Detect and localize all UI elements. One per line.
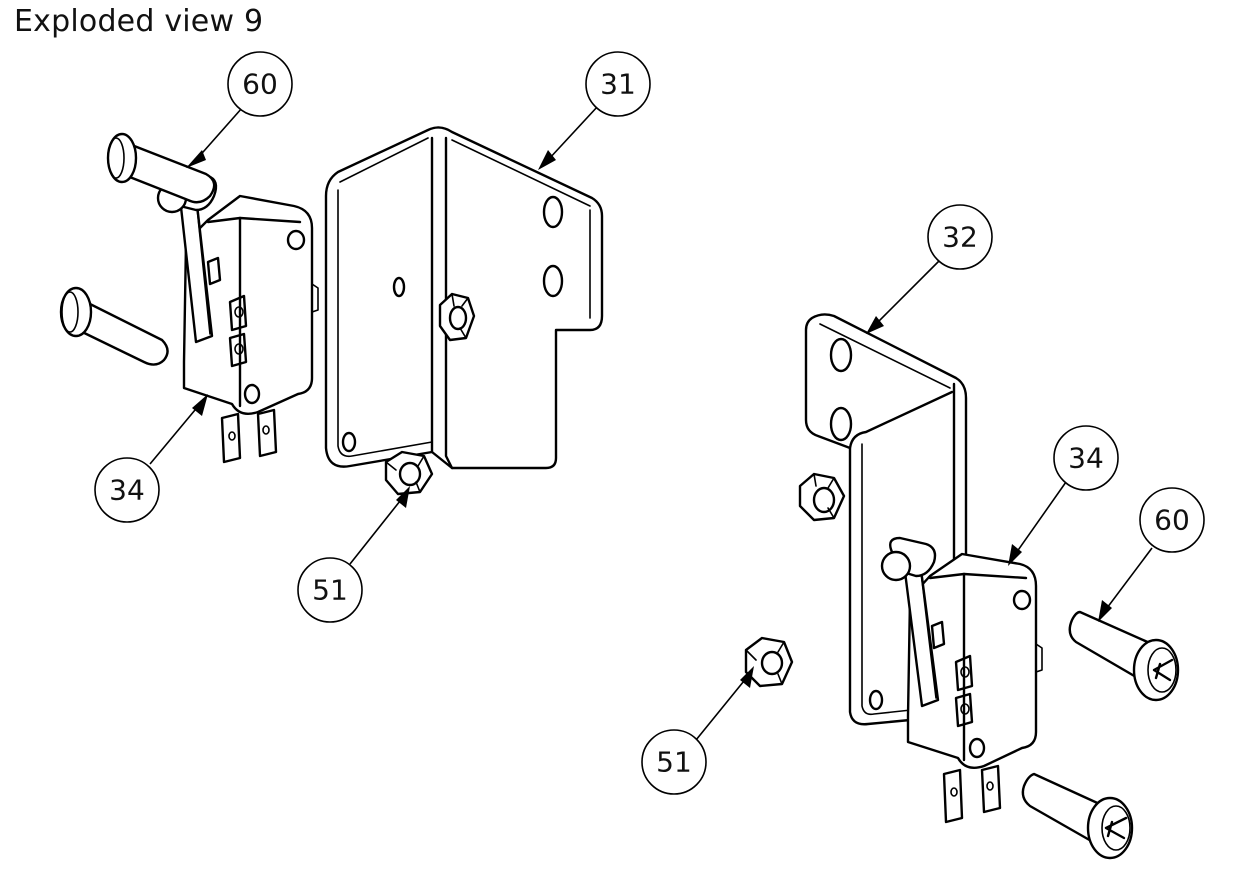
part-60-screw-right-top <box>1068 610 1180 702</box>
balloon-60-right: 60 <box>1098 487 1205 622</box>
part-51-nut-right <box>744 636 794 688</box>
part-34-switch-right <box>880 536 1043 824</box>
balloon-34-left: 34 <box>94 394 208 523</box>
balloon-32: 32 <box>866 204 993 334</box>
part-60-screw-left-top <box>106 132 216 204</box>
balloon-31: 31 <box>538 51 651 170</box>
balloon-51-right: 51 <box>641 666 754 795</box>
part-60-screw-right-bottom <box>1021 772 1134 860</box>
balloon-51-left: 51 <box>297 486 410 623</box>
balloon-label: 51 <box>656 746 692 779</box>
part-51-nut-on-bracket <box>438 292 476 342</box>
balloon-60-left: 60 <box>186 51 293 168</box>
balloon-label: 34 <box>109 474 145 507</box>
part-60-screw-left-bottom <box>59 286 169 366</box>
part-51-nut-left <box>384 450 434 496</box>
view-title: Exploded view 9 <box>14 4 264 39</box>
balloon-label: 51 <box>312 574 348 607</box>
balloon-34-right: 34 <box>1008 425 1119 566</box>
balloon-label: 31 <box>600 68 636 101</box>
balloon-label: 34 <box>1068 442 1104 475</box>
part-51-nut-on-bracket-right <box>798 472 846 522</box>
balloon-label: 32 <box>942 221 978 254</box>
balloon-label: 60 <box>1154 504 1190 537</box>
balloon-label: 60 <box>242 68 278 101</box>
part-34-switch-left <box>156 168 319 464</box>
